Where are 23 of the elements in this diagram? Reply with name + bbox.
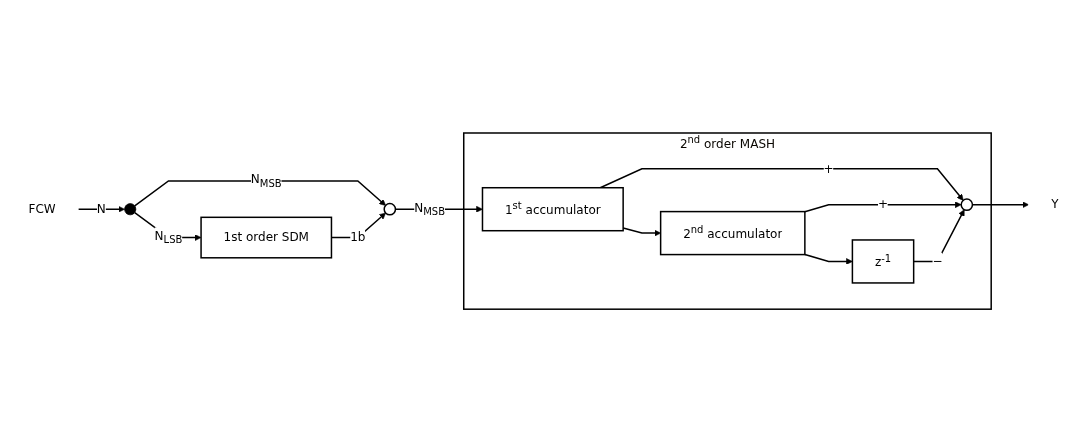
edge-label: N$_{MSB}$ <box>250 172 282 189</box>
node-box: 1st order SDM <box>200 216 333 259</box>
arrow <box>599 168 964 201</box>
edge-label: N$_{MSB}$ <box>414 200 445 218</box>
edge-label: − <box>932 253 943 269</box>
edge-label: + <box>823 161 834 176</box>
node-circle <box>124 203 137 216</box>
edge-label: + <box>878 197 889 212</box>
edge-label: N <box>96 201 106 216</box>
arrow <box>804 201 962 213</box>
node-circle <box>960 198 974 211</box>
arrow <box>971 201 1029 208</box>
node-box: z$^{-1}$ <box>851 239 915 284</box>
node-text: FCW <box>28 201 56 216</box>
edge-label: 1b <box>350 229 366 245</box>
arrow <box>622 227 661 237</box>
edge-label: N$_{LSB}$ <box>154 228 183 246</box>
node-circle <box>383 202 397 216</box>
node-box: 2$^{nd}$ accumulator <box>659 210 806 256</box>
node-text: Y <box>1051 197 1059 212</box>
arrow <box>804 253 853 265</box>
arrow <box>134 180 386 207</box>
node-box: 1$^{st}$ accumulator <box>481 186 624 232</box>
